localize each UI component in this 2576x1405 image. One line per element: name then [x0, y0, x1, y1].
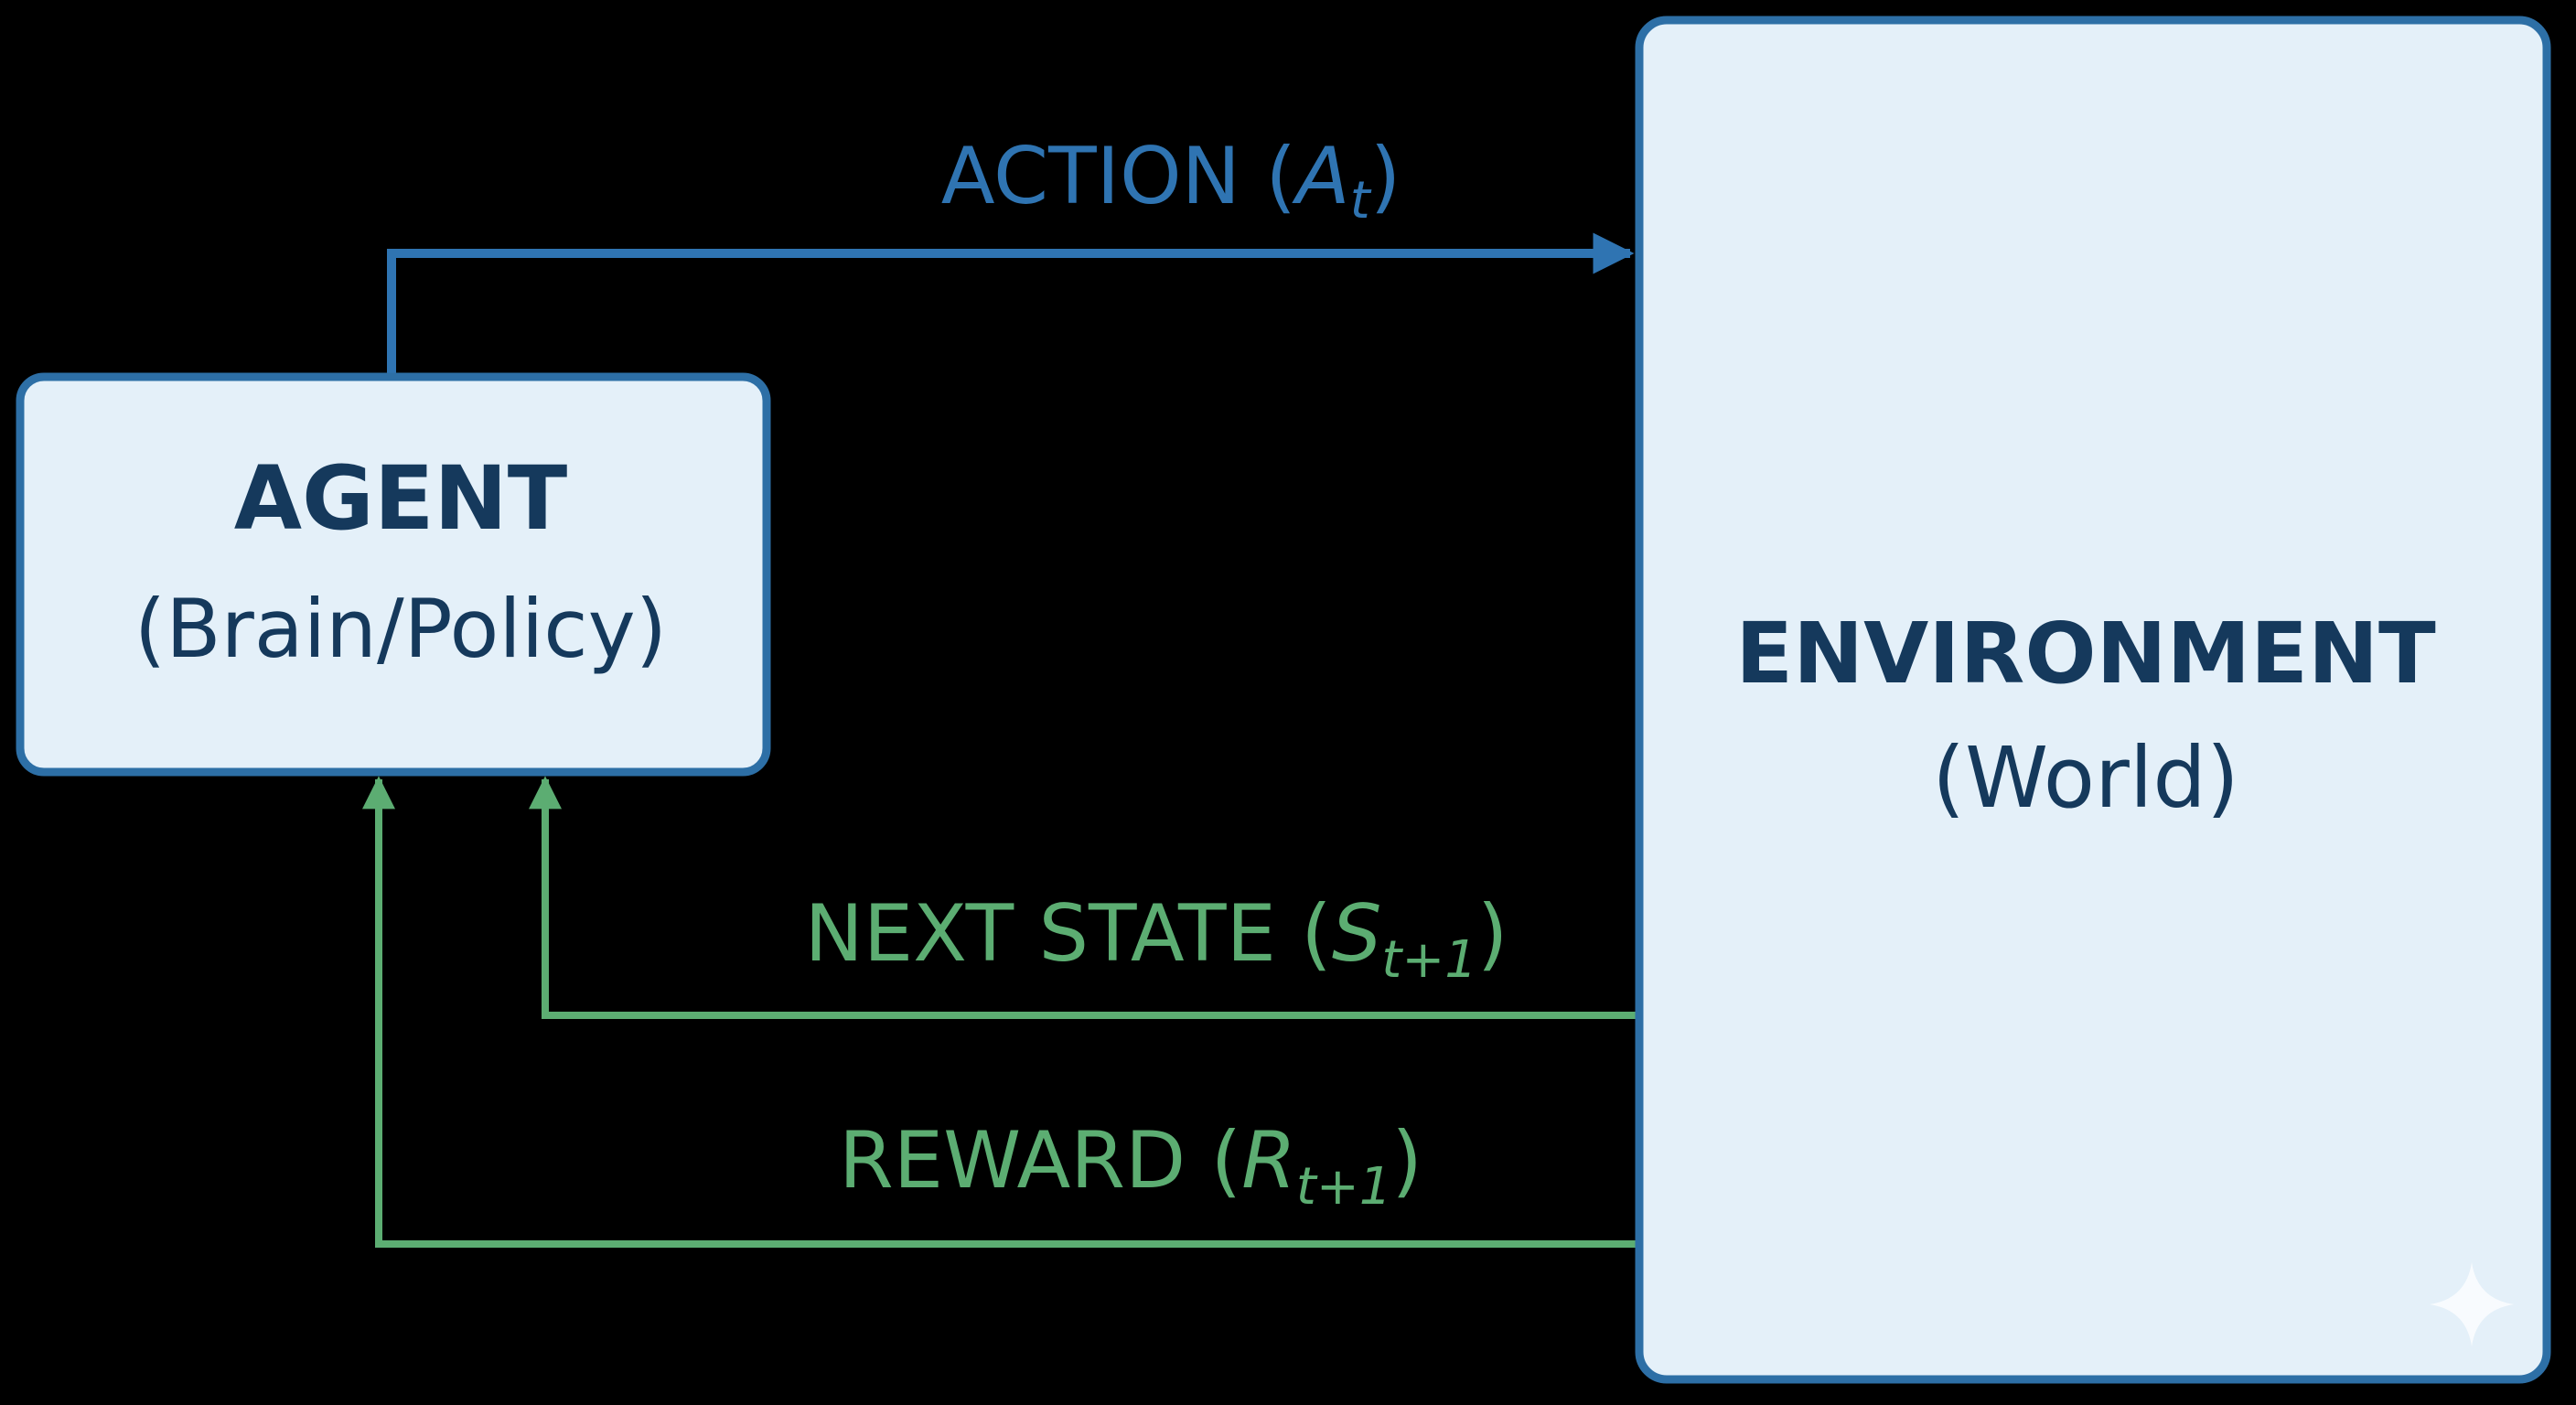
- next-state-label-text: NEXT STATE (: [805, 888, 1332, 980]
- environment-box: ENVIRONMENT (World): [1635, 16, 2551, 1384]
- agent-subtitle: (Brain/Policy): [134, 582, 667, 676]
- action-label: ACTION (At): [941, 131, 1401, 231]
- reward-label: REWARD (Rt+1): [839, 1115, 1422, 1217]
- reward-label-text: REWARD (: [839, 1115, 1241, 1207]
- next-state-subscript: t+1: [1381, 930, 1477, 990]
- action-symbol: A: [1292, 131, 1350, 222]
- action-close: ): [1370, 131, 1401, 222]
- agent-title: AGENT: [234, 447, 568, 550]
- next-state-symbol: S: [1332, 888, 1382, 980]
- sparkle-icon: [2430, 1262, 2514, 1346]
- agent-box: AGENT (Brain/Policy): [16, 372, 771, 777]
- action-label-text: ACTION (: [941, 131, 1296, 222]
- environment-title: ENVIRONMENT: [1735, 605, 2436, 702]
- reward-arrow: [362, 776, 1637, 1248]
- reward-symbol: R: [1241, 1115, 1296, 1207]
- reward-subscript: t+1: [1296, 1157, 1392, 1217]
- environment-subtitle: (World): [1932, 729, 2238, 827]
- action-subscript: t: [1350, 171, 1372, 231]
- reward-close: ): [1391, 1115, 1422, 1207]
- next-state-close: ): [1477, 888, 1508, 980]
- next-state-arrow: [529, 776, 1637, 1019]
- next-state-label: NEXT STATE (St+1): [805, 888, 1508, 990]
- action-arrow: [387, 232, 1635, 377]
